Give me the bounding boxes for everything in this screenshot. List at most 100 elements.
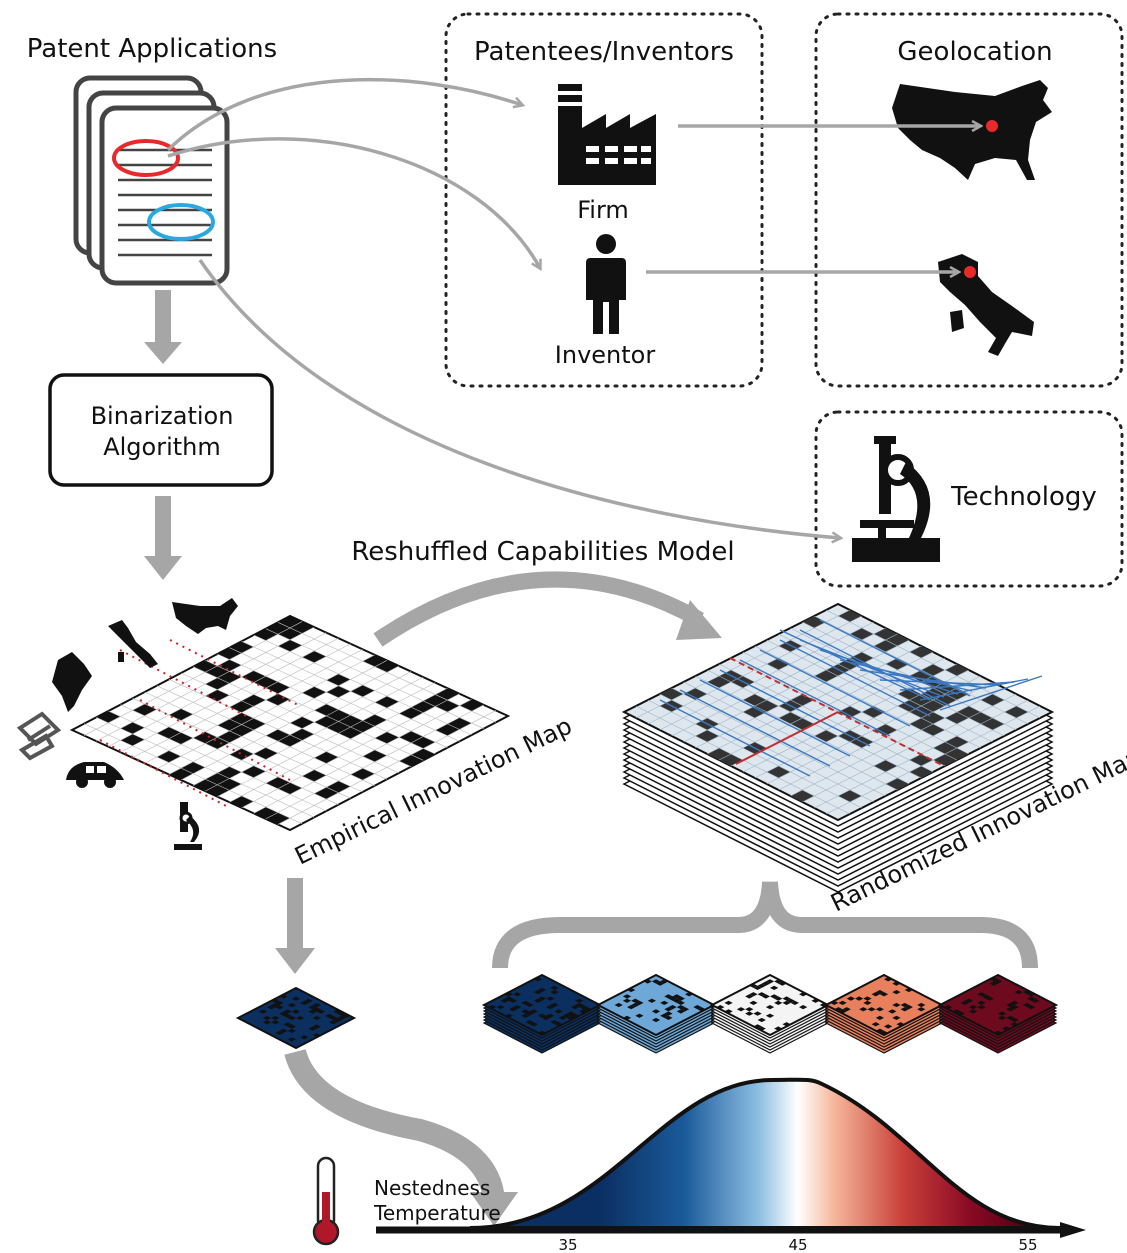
mini-random-1-cell — [676, 996, 685, 1001]
bracket-brace — [492, 881, 1038, 969]
random-map-gridline — [825, 705, 1041, 815]
nestedness-arrowhead — [470, 1192, 518, 1226]
shuffle-arrow — [719, 669, 871, 747]
shuffle-arrow — [739, 659, 891, 737]
mini-random-2-cell — [790, 1000, 799, 1005]
mini-empirical-cell — [304, 998, 313, 1003]
mini-random-3-cell — [875, 990, 884, 995]
partition-line — [735, 711, 839, 765]
mini-random-3-cell — [904, 1005, 913, 1010]
mini-empirical-cell — [258, 1009, 267, 1014]
empirical-map-gridline — [277, 622, 497, 723]
mini-random-0-cell — [537, 987, 547, 993]
empirical-map-gridline — [277, 710, 497, 825]
mini-random-2-cell — [749, 992, 758, 997]
mini-random-4-cell — [969, 1009, 978, 1014]
mini-random-0-cell — [550, 990, 559, 995]
mini-random-4-cell — [964, 998, 974, 1003]
shuffle-arrow — [659, 699, 811, 777]
mini-random-0-cell — [508, 998, 518, 1003]
mini-random-4-cell — [981, 994, 990, 999]
mini-empirical-cell — [271, 1015, 280, 1021]
mini-random-0-cell — [525, 1002, 534, 1008]
mini-random-4-cell — [977, 1005, 986, 1010]
mini-random-0-cell — [508, 1007, 518, 1012]
mini-random-3-cell — [830, 1000, 839, 1005]
mini-random-2-cell — [774, 979, 783, 984]
shuffle-arrow — [779, 639, 931, 717]
mini-empirical-cell — [316, 1009, 325, 1014]
mini-random-2-cell — [749, 1000, 758, 1005]
mini-random-2-cell — [724, 1009, 733, 1014]
mini-random-2-cell — [774, 996, 783, 1001]
mini-random-4-cell — [998, 1011, 1007, 1016]
mini-random-3-cell — [892, 1002, 901, 1008]
mini-random-0-cell — [504, 996, 513, 1001]
usa-small-icon — [172, 598, 238, 634]
mini-empirical-cell — [312, 1024, 321, 1029]
mini-random-3-cell — [834, 1007, 843, 1012]
mini-empirical-map — [235, 986, 357, 1050]
mini-empirical-cell — [271, 998, 280, 1003]
mini-random-0-cell — [513, 992, 522, 997]
mini-random-3-cell — [884, 977, 893, 982]
mini-random-4-cell — [1010, 1017, 1019, 1023]
italy-map-icon — [938, 254, 1034, 356]
firm-label: Firm — [577, 196, 629, 224]
mini-random-0-cell — [546, 996, 555, 1001]
mini-random-4-cell — [1010, 1000, 1019, 1005]
mini-random-3-cell — [892, 981, 901, 986]
mini-random-0-cell — [575, 998, 584, 1003]
binarization-box — [48, 373, 274, 487]
mini-random-0-cell — [550, 1002, 559, 1008]
mini-random-1-cell — [651, 1017, 661, 1023]
mini-empirical-cell — [279, 1028, 288, 1033]
shuffle-arrow — [759, 649, 911, 727]
mini-random-4-cell — [960, 1000, 969, 1005]
mini-empirical-cell — [308, 1009, 317, 1014]
mini-random-0-cell — [554, 1022, 563, 1027]
mini-empirical-cell — [287, 1037, 296, 1042]
mini-random-2-cell — [782, 1022, 791, 1027]
mini-empirical-cell — [275, 1000, 284, 1006]
mini-random-3-cell — [863, 996, 872, 1001]
shuffle-arrow — [939, 675, 1043, 711]
india-map-icon — [52, 652, 92, 712]
mini-empirical-cell — [262, 1015, 272, 1021]
mini-random-0-cell — [504, 992, 513, 997]
mini-random-1-cell — [651, 1009, 661, 1014]
mini-random-1-cell — [614, 1002, 623, 1008]
mini-random-2-cell — [765, 1005, 775, 1010]
mini-random-3-cell — [892, 1015, 901, 1020]
reshuffled-model-label: Reshuffled Capabilities Model — [351, 537, 734, 567]
mini-random-1-cell — [627, 987, 636, 993]
mini-random-2-cell — [761, 994, 770, 999]
mini-random-3-cell — [904, 987, 913, 993]
mini-random-0-cell — [566, 1015, 576, 1020]
mini-random-1-cell — [676, 1009, 685, 1014]
mini-random-1-cell — [660, 979, 669, 984]
mini-random-2-cell — [745, 1007, 754, 1012]
mini-random-0-cell — [521, 1013, 530, 1018]
mini-random-0-cell — [575, 1002, 584, 1008]
shuffle-arrow — [919, 678, 1029, 701]
mini-empirical-cell — [275, 1005, 284, 1010]
mini-random-1-cell — [676, 1000, 685, 1005]
shuffle-arrow — [799, 639, 945, 698]
mini-empirical-cell — [300, 1000, 309, 1006]
temperature-distribution — [469, 1077, 1061, 1230]
mini-random-0-cell — [537, 996, 547, 1001]
mini-random-2-cell — [753, 985, 762, 990]
mini-empirical-cell — [279, 994, 288, 999]
mini-random-0-cell — [546, 1013, 555, 1018]
mini-random-3-cell — [896, 1022, 905, 1027]
car-icon — [66, 762, 124, 788]
mini-random-0-cell — [529, 1009, 538, 1014]
mini-random-2-cell — [757, 1017, 766, 1023]
patentees-title: Patentees/Inventors — [474, 37, 734, 67]
mini-random-3-cell — [900, 1002, 909, 1008]
flow-arrows-left — [144, 290, 315, 974]
mini-empirical-cell — [296, 1015, 305, 1021]
mini-random-4-cell — [1027, 1005, 1036, 1010]
mini-random-0-cell — [537, 1013, 547, 1018]
